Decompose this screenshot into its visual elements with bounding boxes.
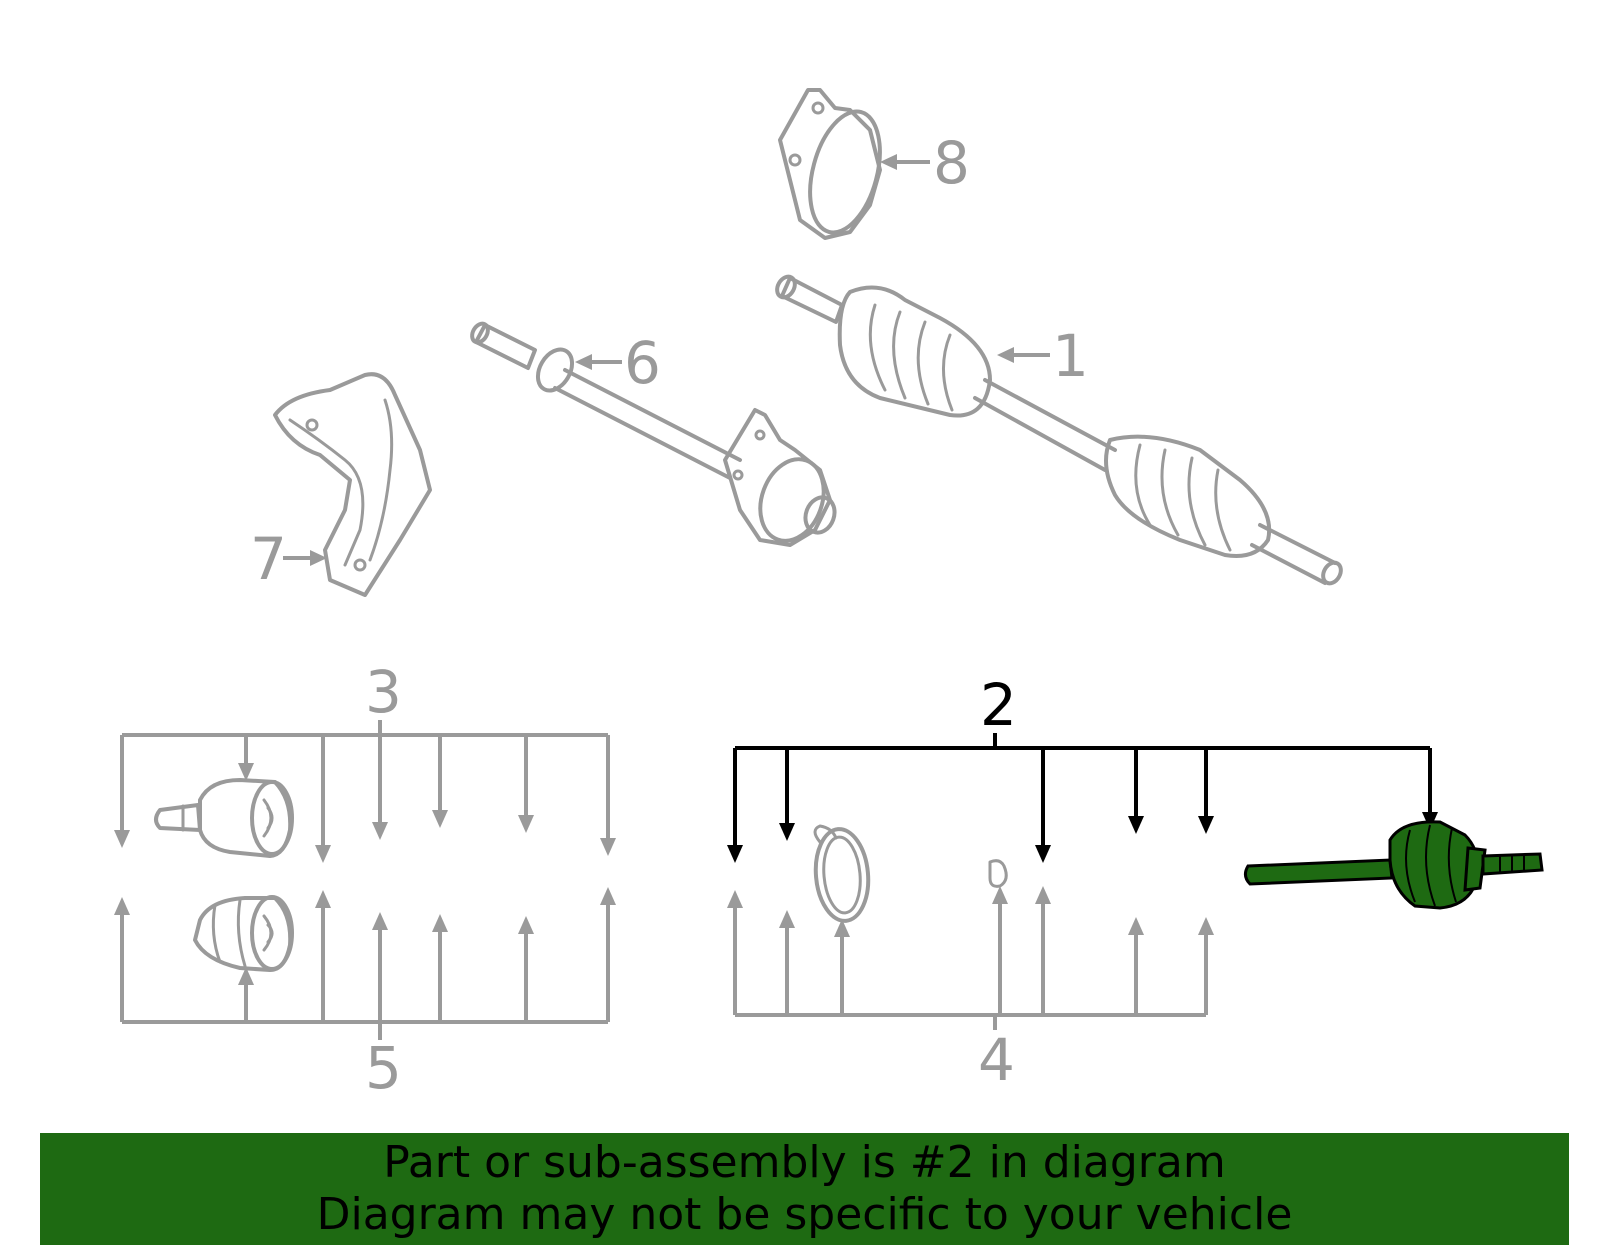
svg-text:5: 5 bbox=[365, 1034, 402, 1102]
callout-2-bracket: 2 bbox=[727, 671, 1438, 863]
callout-3-bracket: 3 bbox=[114, 658, 616, 863]
part-7-bracket bbox=[273, 372, 432, 597]
svg-text:2: 2 bbox=[980, 671, 1017, 739]
part-6-intermediate-shaft bbox=[470, 321, 837, 547]
callout-4-bracket: 4 bbox=[727, 886, 1214, 1094]
callout-8: 8 bbox=[880, 129, 970, 197]
callout-7: 7 bbox=[250, 525, 327, 593]
svg-text:6: 6 bbox=[624, 329, 661, 397]
callout-5-bracket: 5 bbox=[114, 887, 616, 1102]
svg-text:1: 1 bbox=[1052, 322, 1089, 390]
svg-text:8: 8 bbox=[933, 129, 970, 197]
callout-6: 6 bbox=[575, 329, 661, 397]
banner-line-2: Diagram may not be specific to your vehi… bbox=[316, 1189, 1293, 1240]
inner-cv-joint bbox=[193, 895, 294, 972]
banner-line-1: Part or sub-assembly is #2 in diagram bbox=[383, 1137, 1226, 1188]
callout-1: 1 bbox=[997, 322, 1089, 390]
svg-text:3: 3 bbox=[365, 658, 402, 726]
boot-clamp-ring bbox=[813, 824, 871, 923]
svg-text:7: 7 bbox=[250, 525, 287, 593]
part-1-axle-shaft bbox=[775, 274, 1343, 586]
svg-text:4: 4 bbox=[978, 1026, 1015, 1094]
part-8-dust-shield bbox=[778, 88, 882, 240]
info-banner: Part or sub-assembly is #2 in diagram Di… bbox=[40, 1133, 1569, 1245]
highlighted-axle-assembly bbox=[1243, 820, 1544, 910]
outer-cv-joint bbox=[154, 778, 294, 858]
small-clip bbox=[988, 859, 1008, 888]
